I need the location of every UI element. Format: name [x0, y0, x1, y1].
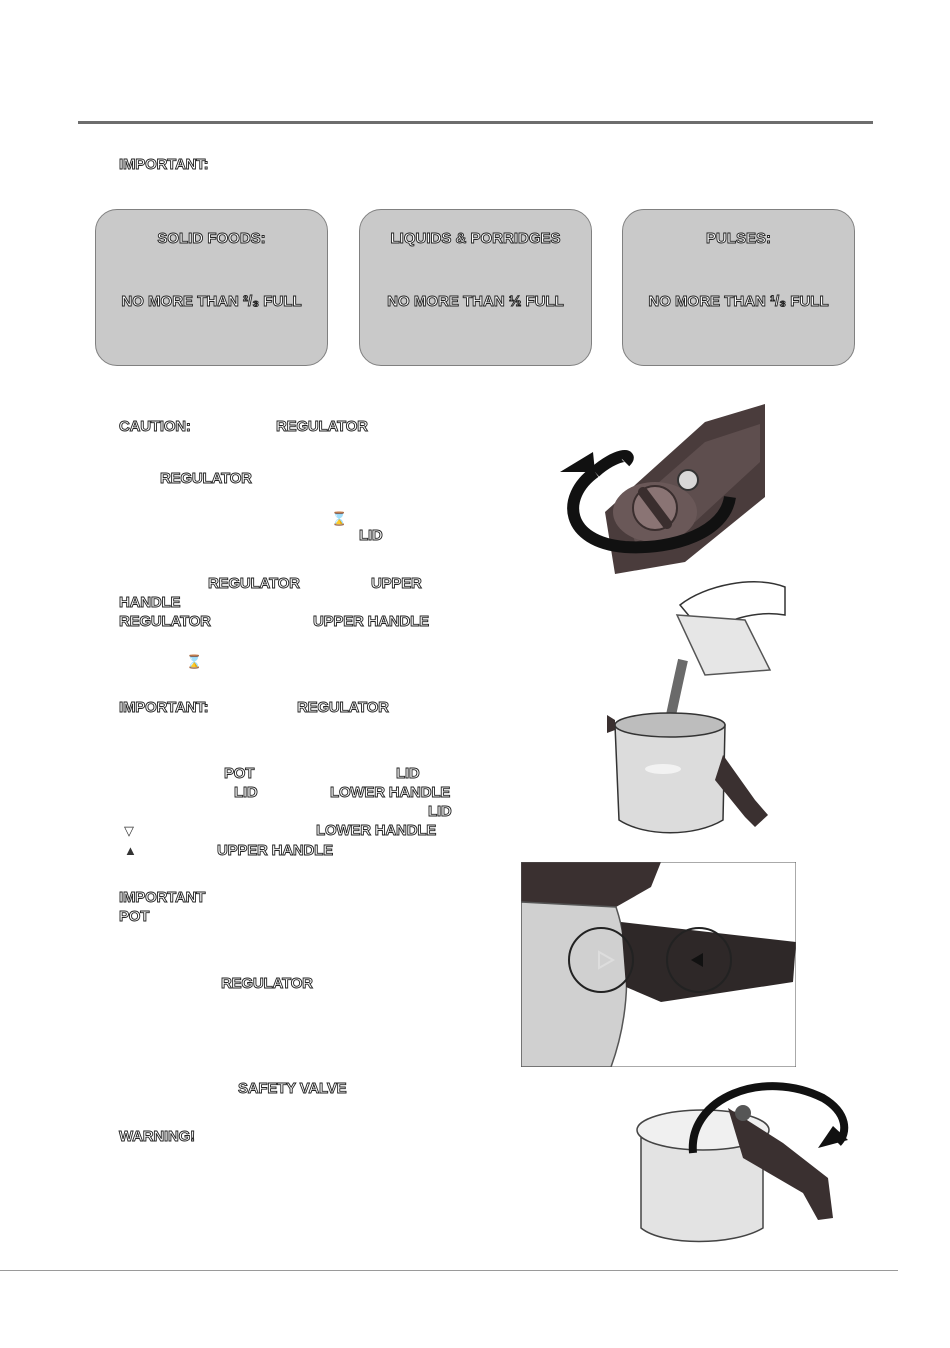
warning-label: WARNING! [119, 1128, 196, 1146]
pulses-box: PULSES: NO MORE THAN ¹/₃ FULL [622, 209, 855, 366]
pot-label: POT [224, 765, 255, 783]
liquids-box: LIQUIDS & PORRIDGES NO MORE THAN ½ FULL [359, 209, 592, 366]
pulses-title: PULSES: [705, 230, 772, 248]
regulator-label: REGULATOR [297, 699, 390, 717]
upper-handle-label: UPPER HANDLE [217, 842, 334, 860]
solid-foods-limit: NO MORE THAN ²/₃ FULL [121, 293, 302, 311]
triangle-filled-icon: ▲ [124, 843, 137, 858]
handle-label: HANDLE [119, 594, 181, 612]
pouring-water-illustration [607, 581, 786, 834]
solid-foods-title: SOLID FOODS: [157, 230, 266, 248]
lid-label: LID [428, 803, 453, 821]
pulses-limit: NO MORE THAN ¹/₃ FULL [648, 293, 829, 311]
hourglass-icon: ⌛ [186, 654, 203, 669]
regulator-rotate-illustration [560, 404, 765, 574]
lid-label: LID [234, 784, 259, 802]
hourglass-icon: ⌛ [331, 511, 348, 526]
handle-alignment-illustration [521, 862, 796, 1067]
lower-handle-label: LOWER HANDLE [330, 784, 451, 802]
regulator-label: REGULATOR [119, 613, 212, 631]
triangle-open-icon: ▽ [124, 823, 134, 838]
lid-label: LID [396, 765, 421, 783]
safety-valve-label: SAFETY VALVE [238, 1080, 348, 1098]
regulator-label: REGULATOR [208, 575, 301, 593]
lid-label: LID [359, 527, 384, 545]
liquids-title: LIQUIDS & PORRIDGES [390, 230, 561, 248]
caution-label: CAUTION: [119, 418, 192, 436]
pot-label: POT [119, 908, 150, 926]
bottom-rule [0, 1270, 898, 1271]
important-label: IMPORTANT: [119, 699, 209, 717]
regulator-label: REGULATOR [276, 418, 369, 436]
liquids-limit: NO MORE THAN ½ FULL [387, 293, 565, 311]
solid-foods-box: SOLID FOODS: NO MORE THAN ²/₃ FULL [95, 209, 328, 366]
important-heading: IMPORTANT: [119, 156, 209, 174]
upper-label: UPPER [371, 575, 423, 593]
top-rule [78, 121, 873, 124]
regulator-label: REGULATOR [221, 975, 314, 993]
lid-closing-illustration [636, 1082, 849, 1243]
upper-handle-label: UPPER HANDLE [313, 613, 430, 631]
important-label: IMPORTANT [119, 889, 206, 907]
regulator-label: REGULATOR [160, 470, 253, 488]
lower-handle-label: LOWER HANDLE [316, 822, 437, 840]
